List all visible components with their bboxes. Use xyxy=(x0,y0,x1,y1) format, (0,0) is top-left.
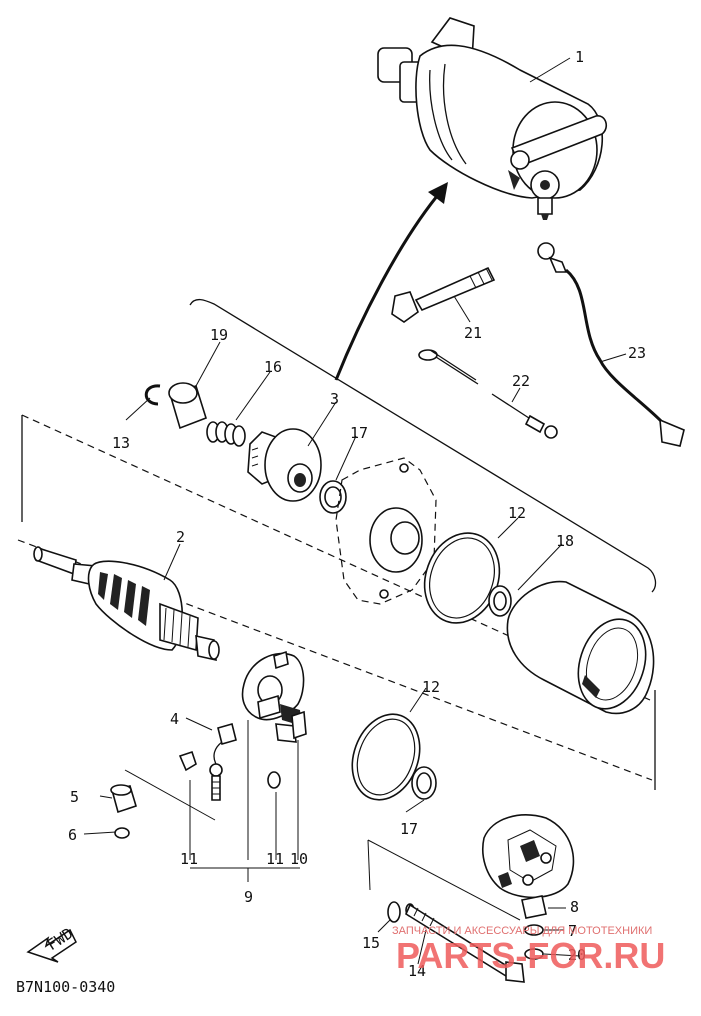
diagram-code: B7N100-0340 xyxy=(16,978,115,996)
label-part-4: 4 xyxy=(170,710,179,728)
part-4-brush xyxy=(209,723,237,801)
label-part-2: 2 xyxy=(176,528,185,546)
label-part-15: 15 xyxy=(362,934,380,952)
part-11-nut-right xyxy=(267,771,281,789)
label-part-6: 6 xyxy=(68,826,77,844)
part-16-spring xyxy=(206,421,246,447)
assembly-arrow xyxy=(334,182,448,381)
leader-lines xyxy=(83,57,627,965)
part-5-nut xyxy=(110,784,137,814)
label-part-14: 14 xyxy=(408,962,426,980)
part-3-clutch xyxy=(247,428,322,502)
part-14-bolt xyxy=(404,903,525,983)
part-15-oring xyxy=(387,901,401,923)
rear-cover xyxy=(482,814,575,899)
label-part-17-top: 17 xyxy=(350,424,368,442)
label-part-11-right: 11 xyxy=(266,850,284,868)
watermark-tagline: ЗАПЧАСТИ И АКСЕССУАРЫ ДЛЯ МОТОТЕХНИКИ xyxy=(392,925,652,937)
part-22-leads xyxy=(418,349,558,439)
part-8-nut xyxy=(521,895,547,919)
label-part-8: 8 xyxy=(570,898,579,916)
watermark-site: PARTS-FOR.RU xyxy=(396,935,665,976)
label-part-13: 13 xyxy=(112,434,130,452)
label-part-11-left: 11 xyxy=(180,850,198,868)
label-part-12-bottom: 12 xyxy=(422,678,440,696)
watermark: ЗАПЧАСТИ И АКСЕССУАРЫ ДЛЯ МОТОТЕХНИКИ PA… xyxy=(392,925,665,976)
part-17-oring-top xyxy=(319,480,347,514)
part-2-armature xyxy=(33,546,220,662)
label-part-21: 21 xyxy=(464,324,482,342)
part-7-washer xyxy=(524,924,544,936)
part-13-circlip xyxy=(144,384,161,406)
label-part-7: 7 xyxy=(568,922,577,940)
part-17-washer-bottom xyxy=(411,766,437,800)
starter-motor-assembly xyxy=(377,17,608,220)
part-number-labels: 1 2 3 4 5 6 7 8 9 10 11 11 12 12 13 14 1… xyxy=(68,48,646,980)
part-18-washer xyxy=(488,585,512,617)
fwd-arrow-icon: FWD xyxy=(26,924,77,963)
part-6-washer xyxy=(114,827,130,839)
part-20-washer xyxy=(524,948,544,960)
label-part-18: 18 xyxy=(556,532,574,550)
part-23-cable xyxy=(537,242,685,447)
part-11-nut-left xyxy=(178,750,197,772)
part-12-oring-bottom xyxy=(351,713,421,801)
label-part-1: 1 xyxy=(575,48,584,66)
label-part-20: 20 xyxy=(568,946,586,964)
label-part-5: 5 xyxy=(70,788,79,806)
front-cover xyxy=(335,457,437,605)
part-12-oring-top xyxy=(423,532,501,624)
label-part-17-bottom: 17 xyxy=(400,820,418,838)
label-part-23: 23 xyxy=(628,344,646,362)
label-part-16: 16 xyxy=(264,358,282,376)
brush-plate xyxy=(241,650,307,743)
label-part-19: 19 xyxy=(210,326,228,344)
part-19-collar xyxy=(168,382,207,430)
yoke-housing xyxy=(506,580,655,715)
label-part-9: 9 xyxy=(244,888,253,906)
label-part-22: 22 xyxy=(512,372,530,390)
label-part-3: 3 xyxy=(330,390,339,408)
label-part-12-top: 12 xyxy=(508,504,526,522)
label-part-10: 10 xyxy=(290,850,308,868)
part-21-bolt xyxy=(391,266,496,323)
